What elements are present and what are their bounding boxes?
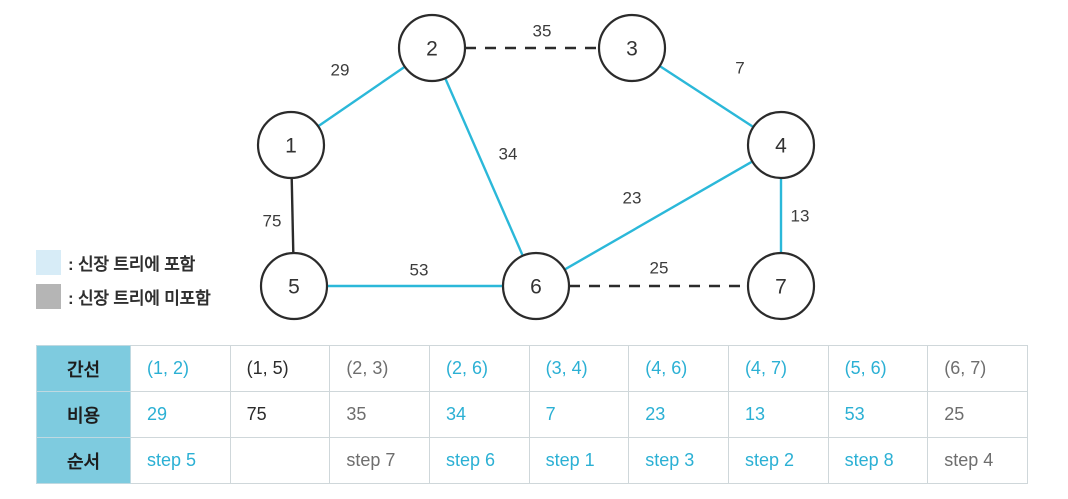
edge-weight-4-7: 13 [791,207,810,226]
table-cell-order-7: step 2 [727,437,829,484]
table-cell-cost-4: 34 [428,391,530,438]
table-cell-edge-8: (5, 6) [827,345,929,392]
legend: : 신장 트리에 포함 : 신장 트리에 미포함 [36,248,211,316]
table-cell-order-5: step 1 [528,437,630,484]
edge-table-wrapper: 간선(1, 2)(1, 5)(2, 3)(2, 6)(3, 4)(4, 6)(4… [36,345,1028,484]
graph-node-5[interactable]: 5 [259,251,329,321]
table-cell-order-9: step 4 [927,437,1028,484]
table-row-header-cost: 비용 [36,391,131,438]
graph-node-1[interactable]: 1 [256,110,326,180]
edge-weight-1-2: 29 [331,61,350,80]
table-cell-cost-8: 53 [827,391,929,438]
table-cell-cost-5: 7 [528,391,630,438]
node-circle-6 [501,251,571,321]
legend-swatch-included [36,250,61,275]
edge-2-6 [444,77,524,257]
table-cell-edge-6: (4, 6) [628,345,729,392]
node-circle-3 [597,13,667,83]
edge-weight-2-6: 34 [499,145,518,164]
node-label-5: 5 [288,276,300,299]
graph-node-3[interactable]: 3 [597,13,667,83]
edge-weight-1-5: 75 [263,212,282,231]
table-row-edge: 간선(1, 2)(1, 5)(2, 3)(2, 6)(3, 4)(4, 6)(4… [36,345,1028,392]
table-cell-cost-6: 23 [628,391,729,438]
table-cell-order-4: step 6 [428,437,530,484]
table-cell-edge-3: (2, 3) [329,345,430,392]
table-cell-edge-1: (1, 2) [130,345,231,392]
node-circle-4 [746,110,816,180]
legend-label-excluded: : 신장 트리에 미포함 [68,289,211,308]
graph-node-2[interactable]: 2 [397,13,467,83]
table-cell-edge-5: (3, 4) [528,345,630,392]
table-cell-cost-1: 29 [130,391,231,438]
legend-label-included: : 신장 트리에 포함 [68,255,196,274]
edge-weight-5-6: 53 [410,261,429,280]
legend-swatch-excluded [36,284,61,309]
node-label-7: 7 [775,276,787,299]
node-label-1: 1 [285,135,297,158]
table-cell-cost-3: 35 [329,391,430,438]
table-cell-edge-4: (2, 6) [428,345,530,392]
edge-layer [290,46,783,288]
node-label-2: 2 [426,38,438,61]
table-cell-edge-9: (6, 7) [927,345,1028,392]
edge-weight-2-3: 35 [533,22,552,41]
edge-weight-6-7: 25 [650,259,669,278]
edge-1-5 [290,177,295,254]
table-cell-order-2 [229,437,331,484]
node-label-6: 6 [530,276,542,299]
edge-1-2 [317,65,406,128]
table-cell-order-6: step 3 [628,437,729,484]
table-cell-cost-2: 75 [229,391,331,438]
legend-item-excluded: : 신장 트리에 미포함 [36,282,211,311]
edge-4-6 [564,160,753,271]
edge-weight-3-4: 7 [735,59,744,78]
table-cell-edge-7: (4, 7) [727,345,829,392]
edge-3-4 [659,64,754,129]
table-cell-cost-9: 25 [927,391,1028,438]
edge-table: 간선(1, 2)(1, 5)(2, 3)(2, 6)(3, 4)(4, 6)(4… [36,345,1028,484]
legend-item-included: : 신장 트리에 포함 [36,248,211,277]
node-circle-5 [259,251,329,321]
node-label-4: 4 [775,135,787,158]
table-cell-cost-7: 13 [727,391,829,438]
node-circle-2 [397,13,467,83]
node-label-3: 3 [626,38,638,61]
node-circle-7 [746,251,816,321]
edge-weight-4-6: 23 [623,189,642,208]
node-circle-1 [256,110,326,180]
table-cell-order-1: step 5 [130,437,231,484]
graph-node-7[interactable]: 7 [746,251,816,321]
graph-node-6[interactable]: 6 [501,251,571,321]
table-cell-order-3: step 7 [329,437,430,484]
table-cell-edge-2: (1, 5) [229,345,331,392]
graph-node-4[interactable]: 4 [746,110,816,180]
table-cell-order-8: step 8 [827,437,929,484]
table-row-header-order: 순서 [36,437,131,484]
table-row-header-edge: 간선 [36,345,131,392]
